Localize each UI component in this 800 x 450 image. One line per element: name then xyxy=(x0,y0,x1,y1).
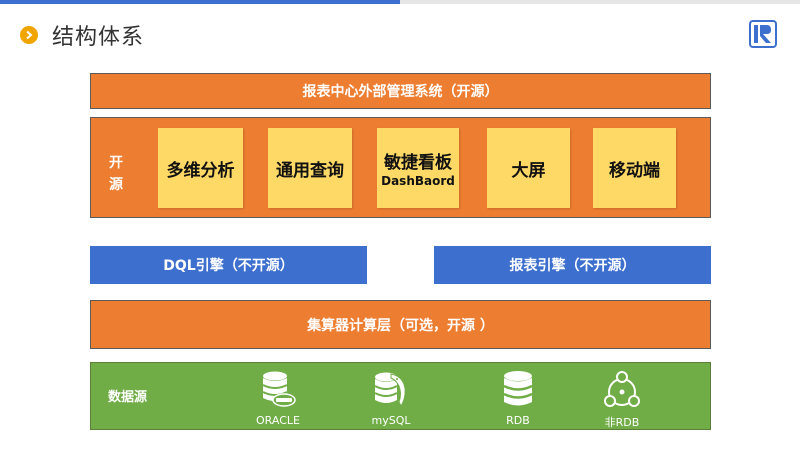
datasource-rdb: RDB xyxy=(478,368,558,427)
module-multidim-analysis: 多维分析 xyxy=(158,128,243,208)
module-label: 大屏 xyxy=(511,160,546,181)
network-nodes-icon xyxy=(604,371,640,407)
database-icon xyxy=(503,371,533,406)
datasource-caption: 非RDB xyxy=(604,416,640,429)
datasource-caption: mySQL xyxy=(371,414,411,427)
top-progress-accent xyxy=(0,0,400,4)
esproc-layer: 集算器计算层（可选，开源 ） xyxy=(90,300,711,349)
raqsoft-logo-icon xyxy=(749,20,777,48)
datasource-non-rdb: 非RDB xyxy=(582,368,662,430)
dql-engine-label: DQL引擎（不开源） xyxy=(163,258,294,274)
datasource-oracle: ORACLE xyxy=(238,368,318,427)
module-general-query: 通用查询 xyxy=(268,128,352,208)
report-engine-label: 报表引擎（不开源） xyxy=(509,258,636,274)
top-progress-bar xyxy=(0,0,800,4)
mysql-dolphin-icon xyxy=(374,372,406,408)
report-engine-box: 报表引擎（不开源） xyxy=(434,246,711,284)
oracle-db-icon xyxy=(262,371,296,407)
module-label: 通用查询 xyxy=(276,160,344,181)
module-label: 敏捷看板 xyxy=(384,153,452,173)
module-big-screen: 大屏 xyxy=(487,128,570,208)
external-mgmt-label: 报表中心外部管理系统（开源） xyxy=(302,84,499,100)
title-row: 结构体系 xyxy=(20,20,144,50)
bullet-chevron-icon xyxy=(20,26,38,44)
module-label: 移动端 xyxy=(609,160,660,181)
module-label: 多维分析 xyxy=(166,160,235,181)
page-title: 结构体系 xyxy=(52,25,145,50)
datasource-caption: RDB xyxy=(506,414,530,427)
datasource-mysql: mySQL xyxy=(351,368,431,427)
datasource-caption: ORACLE xyxy=(256,414,300,427)
datasource-label: 数据源 xyxy=(108,390,148,405)
module-sublabel: DashBaord xyxy=(381,174,455,188)
open-source-label: 开源 xyxy=(109,155,123,193)
esproc-layer-label: 集算器计算层（可选，开源 ） xyxy=(307,317,494,334)
module-mobile: 移动端 xyxy=(593,128,676,208)
module-agile-dashboard: 敏捷看板 DashBaord xyxy=(377,128,459,208)
external-mgmt-layer: 报表中心外部管理系统（开源） xyxy=(90,73,711,109)
dql-engine-box: DQL引擎（不开源） xyxy=(90,246,367,284)
